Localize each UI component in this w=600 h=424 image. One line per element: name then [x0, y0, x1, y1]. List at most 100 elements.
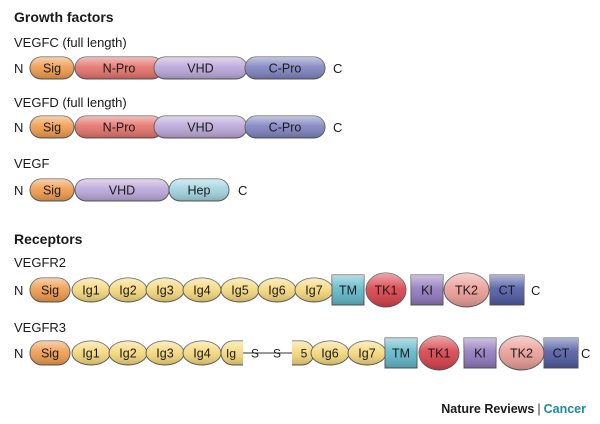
domain-vegfr3-ig: Ig [220, 340, 243, 366]
domain-vegfr2-ig6: Ig6 [257, 277, 297, 303]
n-terminus-vegfr3: N [14, 346, 24, 361]
domain-vegfr3-ig1-label: Ig1 [82, 347, 99, 361]
domain-vegfr2-ig3-label: Ig3 [156, 284, 173, 298]
c-terminus-vegfd: C [333, 120, 343, 135]
protein-label-vegf: VEGF [14, 156, 50, 171]
domain-vegfr2-tm-label: TM [339, 284, 357, 298]
journal-separator: | [537, 402, 541, 416]
domain-vegfr3-5-label: 5 [301, 347, 308, 361]
growth-factors-heading: Growth factors [14, 9, 114, 25]
domain-vegfr2-ki: KI [410, 274, 444, 306]
domain-vegf-sig-label: Sig [43, 184, 61, 198]
domain-vegfr2-tk1-label: TK1 [375, 284, 398, 298]
domain-vegfd-sig: Sig [29, 115, 75, 139]
protein-label-vegfc: VEGFC (full length) [14, 35, 127, 50]
domain-vegf-vhd: VHD [74, 178, 170, 202]
domain-vegfc-n-pro-label: N-Pro [103, 62, 136, 76]
domain-vegfr3-tm-label: TM [392, 347, 410, 361]
domain-vegfr2-ct: CT [489, 274, 525, 306]
domain-vegfd-vhd: VHD [153, 115, 248, 139]
domain-vegf-vhd-label: VHD [109, 184, 135, 198]
domain-vegfc-n-pro: N-Pro [74, 56, 164, 80]
domain-vegfr2-sig-label: Sig [41, 284, 59, 298]
domain-vegfc-sig-label: Sig [43, 62, 61, 76]
c-terminus-vegfr2: C [531, 283, 541, 298]
domain-vegfr3-s: S [251, 347, 259, 361]
domain-vegfr2-ig1-label: Ig1 [82, 284, 99, 298]
domain-vegf-sig: Sig [29, 178, 75, 202]
domain-vegfr2-ct-label: CT [499, 284, 516, 298]
domain-vegfr2-tk2: TK2 [443, 272, 490, 308]
domain-vegf-hep: Hep [168, 178, 230, 202]
domain-vegfd-n-pro-label: N-Pro [103, 121, 136, 135]
domain-vegfr3-tk2: TK2 [498, 335, 545, 371]
domain-vegfc-c-pro: C-Pro [244, 56, 326, 80]
domain-vegfr3-sig: Sig [29, 340, 71, 366]
n-terminus-vegf: N [14, 183, 24, 198]
domain-vegfr2-ig1: Ig1 [71, 277, 111, 303]
domain-vegfr3-ig6-label: Ig6 [321, 347, 338, 361]
domain-vegfr3-ig1: Ig1 [71, 340, 111, 366]
domain-vegfd-n-pro: N-Pro [74, 115, 164, 139]
domain-vegfc-sig: Sig [29, 56, 75, 80]
domain-vegfr3-ig2-label: Ig2 [119, 347, 136, 361]
domain-vegfd-vhd-label: VHD [187, 121, 213, 135]
domain-vegfr3-tm: TM [384, 337, 418, 369]
protein-vegfr2: Sig Ig1 Ig2 Ig3 Ig4 Ig5 Ig6 Ig7 TM TK1 KI TK2 CT [29, 272, 525, 308]
journal-section: Cancer [543, 402, 586, 416]
domain-vegfr2-ki-label: KI [421, 284, 433, 298]
domain-vegfr3-ig3: Ig3 [145, 340, 185, 366]
domain-vegfr2-ig6-label: Ig6 [268, 284, 285, 298]
domain-vegfd-c-pro-label: C-Pro [269, 121, 302, 135]
domain-vegfc-vhd-label: VHD [187, 62, 213, 76]
domain-vegfr2-ig4: Ig4 [182, 277, 222, 303]
domain-vegfr3-s-2-label: S [273, 347, 281, 361]
journal-credit: Nature Reviews|Cancer [441, 402, 586, 416]
domain-vegfr3-tk1-label: TK1 [428, 347, 451, 361]
protein-label-vegfd: VEGFD (full length) [14, 95, 127, 110]
c-terminus-vegfc: C [333, 61, 343, 76]
domain-vegfr3-s-2: S [273, 347, 281, 361]
receptors-heading: Receptors [14, 231, 83, 247]
domain-vegfr2-ig7-label: Ig7 [305, 284, 322, 298]
domain-vegfr3-sig-label: Sig [41, 347, 59, 361]
n-terminus-vegfr2: N [14, 283, 24, 298]
journal-name: Nature Reviews [441, 402, 535, 416]
domain-vegfr3-ig3-label: Ig3 [156, 347, 173, 361]
domain-vegfr3-ig-label: Ig [226, 347, 236, 361]
domain-vegfr3-ct-label: CT [553, 347, 570, 361]
domain-vegfr3-ki: KI [463, 337, 497, 369]
domain-vegfr3-ig7: Ig7 [347, 340, 387, 366]
protein-label-vegfr3: VEGFR3 [14, 320, 67, 335]
protein-vegf: Sig VHD Hep [29, 178, 230, 202]
domain-vegfr3-ig4-label: Ig4 [193, 347, 210, 361]
domain-vegfr3-s-label: S [251, 347, 259, 361]
domain-vegfr3-ig6: Ig6 [310, 340, 350, 366]
domain-vegf-hep-label: Hep [188, 184, 211, 198]
c-terminus-vegf: C [238, 183, 248, 198]
domain-vegfd-sig-label: Sig [43, 121, 61, 135]
protein-vegfc: Sig N-Pro VHD C-Pro [29, 56, 326, 80]
domain-vegfr2-ig3: Ig3 [145, 277, 185, 303]
domain-vegfr3-ki-label: KI [474, 347, 486, 361]
domain-vegfc-c-pro-label: C-Pro [269, 62, 302, 76]
n-terminus-vegfc: N [14, 61, 24, 76]
domain-vegfc-vhd: VHD [153, 56, 248, 80]
domain-vegfr2-ig2: Ig2 [108, 277, 148, 303]
n-terminus-vegfd: N [14, 120, 24, 135]
domain-vegfr3-ig7-label: Ig7 [358, 347, 375, 361]
domain-vegfr2-sig: Sig [29, 277, 71, 303]
protein-vegfd: Sig N-Pro VHD C-Pro [29, 115, 326, 139]
domain-vegfr2-ig5-label: Ig5 [231, 284, 248, 298]
c-terminus-vegfr3: C [581, 346, 591, 361]
domain-vegfr2-tk2-label: TK2 [455, 284, 478, 298]
domain-vegfr2-ig4-label: Ig4 [193, 284, 210, 298]
protein-label-vegfr2: VEGFR2 [14, 255, 67, 270]
domain-vegfr2-ig2-label: Ig2 [119, 284, 136, 298]
domain-vegfr3-ig4: Ig4 [182, 340, 222, 366]
domain-vegfr3-tk1: TK1 [418, 335, 460, 371]
domain-vegfd-c-pro: C-Pro [244, 115, 326, 139]
domain-vegfr3-ig2: Ig2 [108, 340, 148, 366]
